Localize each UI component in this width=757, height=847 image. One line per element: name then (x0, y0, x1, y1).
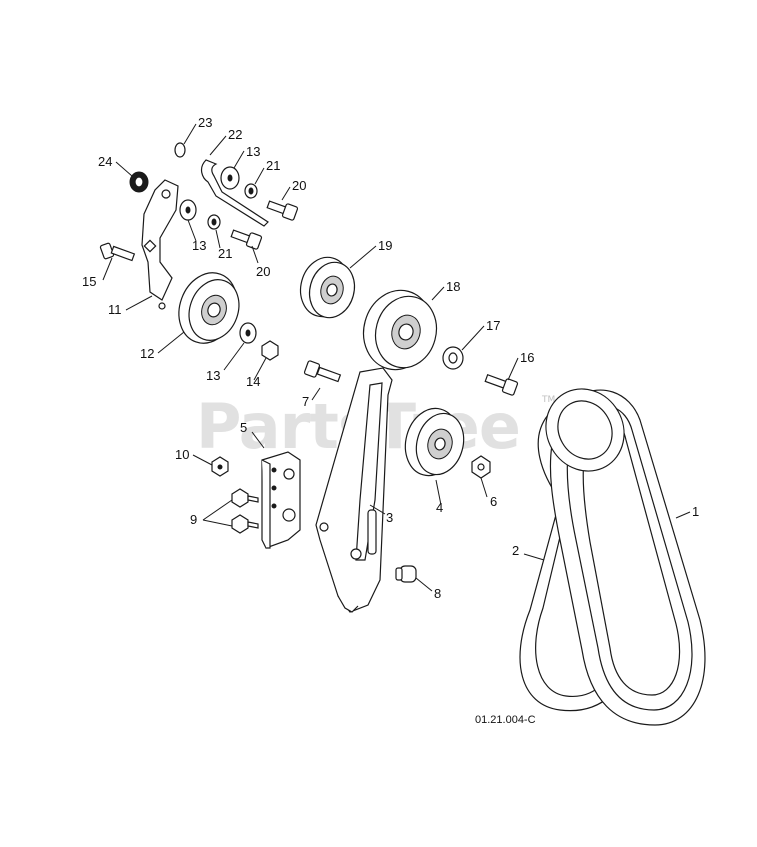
washer-24 (129, 171, 149, 193)
callout-24: 24 (98, 154, 112, 169)
nut-6 (471, 455, 491, 479)
belt-loop-top (545, 388, 625, 472)
arm-bracket-11 (141, 179, 179, 310)
clip-23 (174, 142, 186, 158)
callout-2: 2 (512, 543, 519, 558)
callout-21-lower: 21 (218, 246, 232, 261)
callout-11: 11 (108, 302, 122, 317)
bolt-20-upper (266, 200, 299, 221)
nut-21-low (207, 214, 221, 230)
pulley-12 (178, 272, 240, 344)
diagram-code: 01.21.004-C (475, 714, 536, 726)
idler-arm-3 (315, 367, 393, 613)
bolt-8 (395, 565, 417, 583)
pulley-4 (404, 407, 465, 477)
callout-10: 10 (175, 447, 189, 462)
callout-7: 7 (302, 394, 309, 409)
bracket-5 (261, 451, 301, 549)
washer-13-top (220, 166, 240, 190)
bolts-9 (231, 488, 259, 534)
watermark-mark: TM (541, 395, 555, 405)
washer-17 (442, 346, 464, 370)
bolt-7 (303, 360, 342, 383)
callout-15: 15 (82, 274, 96, 289)
bolt-16 (484, 373, 519, 396)
callout-labels: 1 2 3 4 5 6 7 8 9 10 11 12 13 13 13 14 1… (82, 115, 699, 601)
callout-20-upper: 20 (292, 178, 306, 193)
callout-13-top: 13 (246, 144, 260, 159)
nut-10 (211, 456, 229, 477)
callout-12: 12 (140, 346, 154, 361)
callout-22: 22 (228, 127, 242, 142)
bolt-20-lower (230, 229, 263, 250)
callout-4: 4 (436, 500, 443, 515)
pulley-19 (299, 256, 356, 319)
callout-18: 18 (446, 279, 460, 294)
nut-21-top (244, 183, 258, 199)
bolt-15 (99, 242, 136, 262)
rod-22 (200, 159, 269, 227)
callout-13-mid: 13 (192, 238, 206, 253)
callout-19: 19 (378, 238, 392, 253)
callout-16: 16 (520, 350, 534, 365)
callout-1: 1 (692, 504, 699, 519)
callout-3: 3 (386, 510, 393, 525)
pulley-18 (362, 289, 438, 371)
washer-13-low (239, 322, 257, 344)
washer-13-mid (179, 199, 197, 221)
callout-5: 5 (240, 420, 247, 435)
callout-17: 17 (486, 318, 500, 333)
callout-20-lower: 20 (256, 264, 270, 279)
leader-lines (102, 123, 691, 592)
callout-6: 6 (490, 494, 497, 509)
callout-13-low: 13 (206, 368, 220, 383)
callout-8: 8 (434, 586, 441, 601)
callout-21-upper: 21 (266, 158, 280, 173)
callout-14: 14 (246, 374, 260, 389)
callout-23: 23 (198, 115, 212, 130)
nut-14 (261, 340, 279, 361)
callout-9: 9 (190, 512, 197, 527)
